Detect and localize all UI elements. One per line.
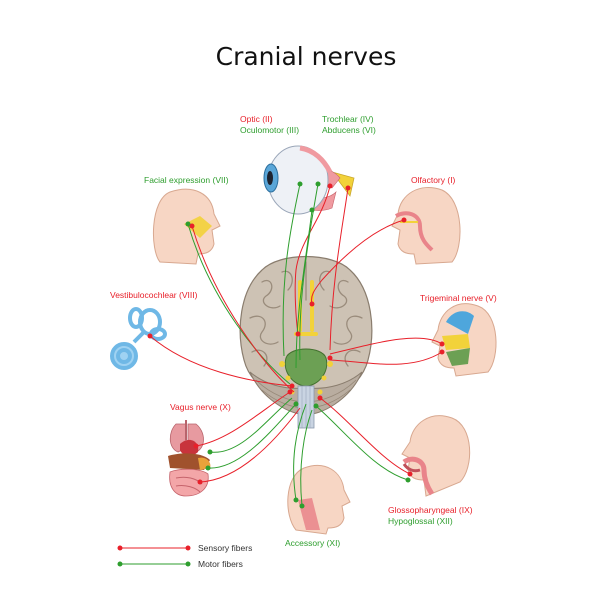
- legend-motor-label: Motor fibers: [198, 559, 243, 569]
- fiber-endpoints: [147, 181, 445, 509]
- face-head-illustration: [152, 188, 221, 265]
- label-optic: Optic (II): [240, 114, 273, 124]
- legend-lines: [117, 545, 191, 567]
- label-glossopharyngeal: Glossopharyngeal (IX): [388, 505, 473, 515]
- label-vestibulocochlear: Vestibulocochlear (VIII): [110, 290, 198, 300]
- label-olfactory: Olfactory (I): [411, 175, 456, 185]
- legend-sensory-label: Sensory fibers: [198, 543, 253, 553]
- label-trochlear: Trochlear (IV): [322, 114, 374, 124]
- organs-illustration: [168, 420, 211, 497]
- label-vagus: Vagus nerve (X): [170, 402, 231, 412]
- label-abducens: Abducens (VI): [322, 125, 376, 135]
- label-hypoglossal: Hypoglossal (XII): [388, 516, 453, 526]
- nerve-fibers: [149, 183, 443, 507]
- eye-illustration: [263, 145, 355, 215]
- trigeminal-head-illustration: [431, 303, 497, 377]
- brain-illustration: [239, 256, 373, 429]
- label-accessory: Accessory (XI): [285, 538, 341, 548]
- label-facial-expression: Facial expression (VII): [144, 175, 229, 185]
- olfactory-head-illustration: [391, 186, 461, 265]
- label-oculomotor: Oculomotor (III): [240, 125, 300, 135]
- inner-ear-illustration: [110, 307, 167, 370]
- glossopharyngeal-head-illustration: [401, 415, 471, 497]
- label-trigeminal: Trigeminal nerve (V): [420, 293, 497, 303]
- diagram-title: Cranial nerves: [215, 42, 397, 71]
